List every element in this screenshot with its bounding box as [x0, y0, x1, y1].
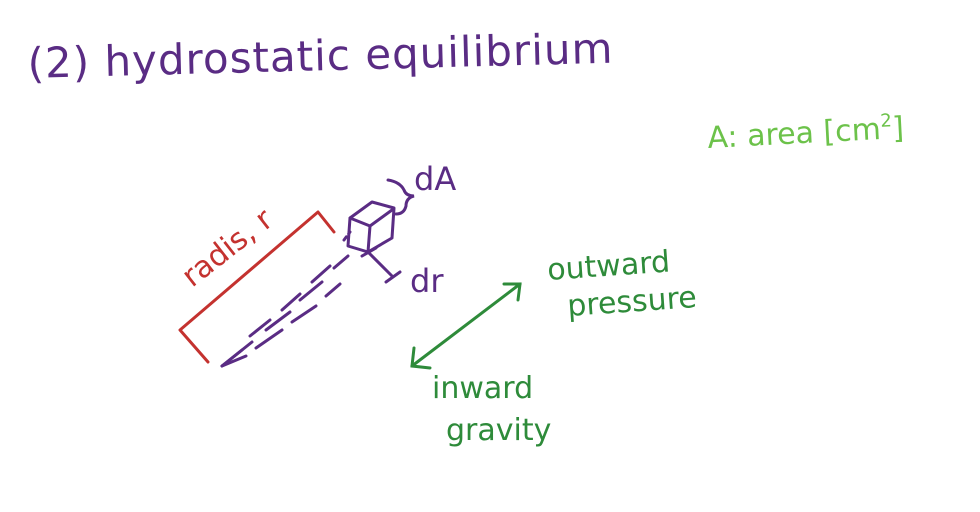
- inward-label: inward: [432, 371, 533, 406]
- dr-marker: [360, 246, 402, 284]
- area-note-exponent: 2: [880, 110, 893, 132]
- area-note-close: ]: [891, 111, 905, 147]
- dr-label: dr: [410, 262, 444, 300]
- title-text: (2) hydrostatic equilibrium: [27, 24, 614, 88]
- pressure-label: pressure: [566, 280, 698, 324]
- outward-label: outward: [546, 244, 671, 287]
- force-arrow: [410, 282, 522, 370]
- dA-brace: [386, 178, 415, 216]
- radius-bracket: [178, 210, 336, 364]
- area-definition: A: area [cm2]: [707, 110, 905, 156]
- radius-label: radis, r: [175, 202, 280, 295]
- dA-label: dA: [414, 160, 456, 198]
- gravity-label: gravity: [446, 413, 551, 448]
- volume-element: [342, 200, 396, 254]
- cone-dashes: [220, 254, 350, 368]
- area-note-text: A: area [cm: [707, 112, 882, 156]
